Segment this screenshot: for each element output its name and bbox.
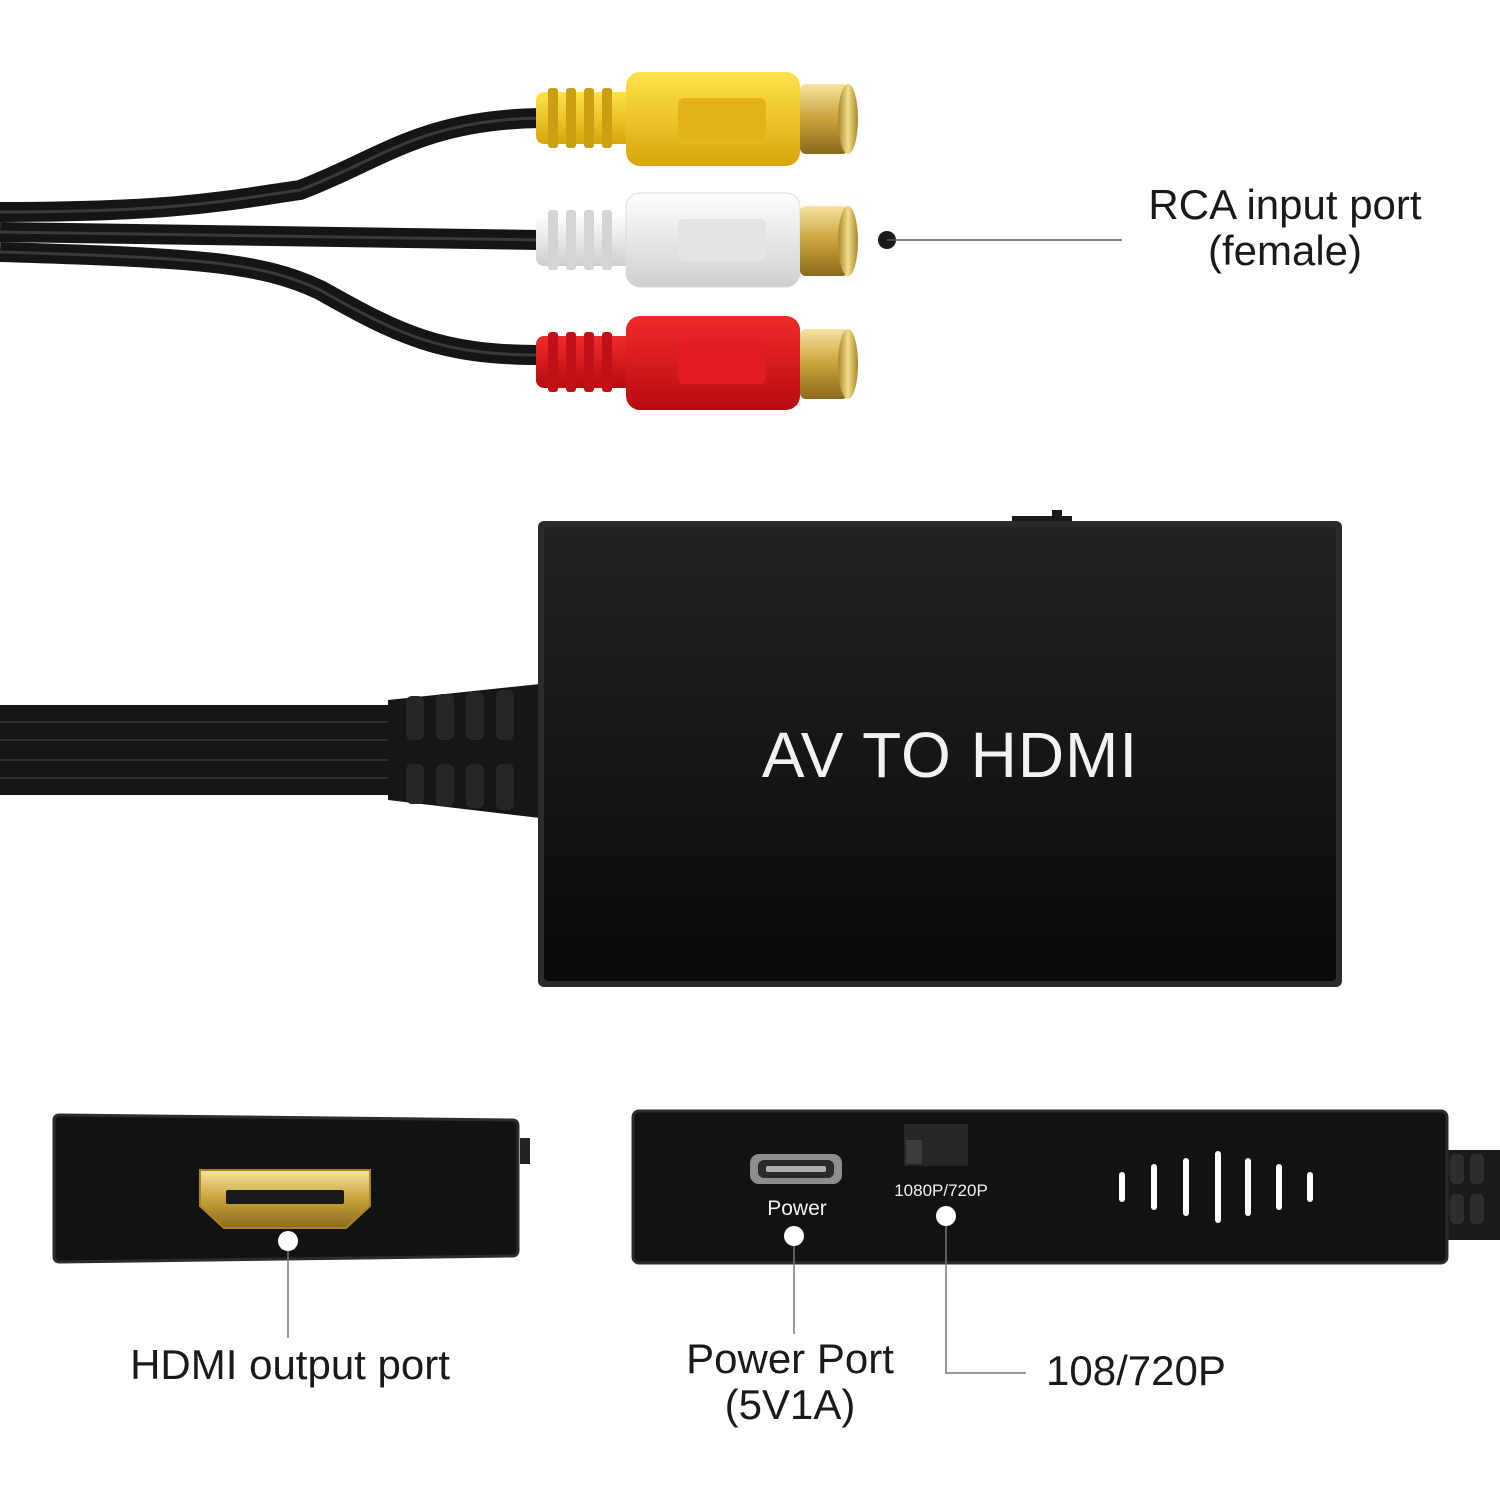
ventilation-slots (1119, 1151, 1313, 1223)
main-cable (0, 705, 400, 795)
rca-callout-pointer (878, 231, 1122, 249)
rca-cable-bundle (0, 108, 541, 365)
power-callout-pointer (784, 1226, 804, 1334)
resolution-callout: 108/720P (1046, 1347, 1226, 1394)
power-port-callout: Power Port (5V1A) (650, 1336, 930, 1428)
resolution-callout-pointer (936, 1206, 1026, 1374)
power-callout-line2: (5V1A) (724, 1381, 856, 1428)
hdmi-output-callout: HDMI output port (130, 1341, 450, 1388)
power-side-panel (631, 1109, 1500, 1265)
power-callout-line1: Power Port (686, 1335, 894, 1382)
converter-box (538, 510, 1342, 987)
resolution-printed-label: 1080P/720P (894, 1181, 988, 1200)
rca-callout-line2: (female) (1207, 227, 1363, 274)
product-name-label: AV TO HDMI (761, 719, 1139, 791)
hdmi-port-icon (199, 1169, 371, 1229)
cable-strain-relief (388, 684, 540, 818)
rca-yellow-connector (536, 72, 858, 166)
power-port-printed-label: Power (767, 1197, 827, 1220)
rca-callout-line1: RCA input port (1148, 181, 1422, 228)
rca-red-connector (536, 316, 858, 410)
rca-white-connector (536, 192, 858, 288)
hdmi-callout-pointer (278, 1231, 298, 1338)
usb-power-port-icon (750, 1154, 842, 1184)
rca-input-callout: RCA input port (female) (1120, 182, 1450, 274)
resolution-switch-icon (904, 1124, 968, 1166)
